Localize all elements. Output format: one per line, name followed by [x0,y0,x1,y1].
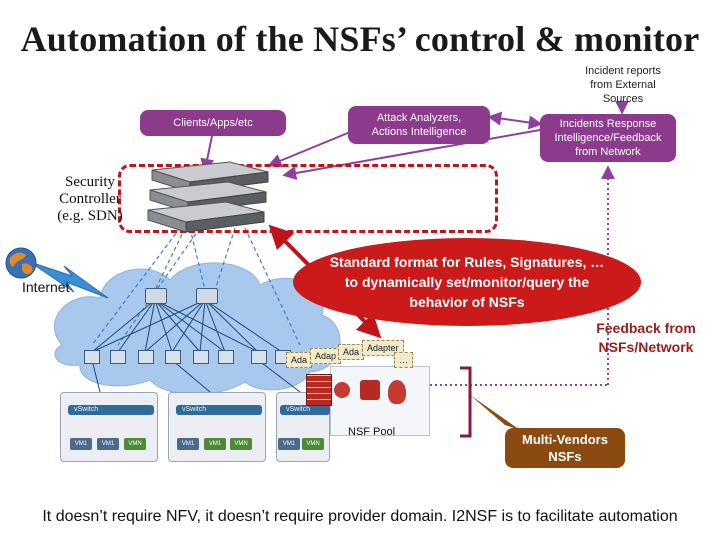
switch-icon [193,350,209,364]
switch-icon [110,350,126,364]
nsf-pool-bracket [460,366,472,438]
arrow-incidents-to-controller [282,129,541,180]
nsf-icon [388,380,406,404]
server-host-1 [60,392,158,462]
security-controller-outline [118,164,498,233]
feedback-label: Feedback from NSFs/Network [596,320,696,355]
multi-vendors-pointer [470,395,520,430]
switch-icon [138,350,154,364]
nsf-icon [360,380,380,400]
vm-box: VMN [302,438,324,450]
vm-box: VM1 [278,438,300,450]
standard-format-oval: Standard format for Rules, Signatures, …… [293,238,641,326]
clients-apps-box: Clients/Apps/etc [140,110,286,136]
switch-icon [218,350,234,364]
server-host-2 [168,392,266,462]
vm-box: VM1 [70,438,92,450]
adapter-tag: Ada [286,352,313,368]
adapter-tag: Adap [310,348,342,364]
multi-vendors-box: Multi-Vendors NSFs [505,428,625,468]
switch-icon [84,350,100,364]
nsf-icon [334,382,350,398]
vm-box: VM1 [204,438,226,450]
security-controller-label: Security Controller (e.g. SDN) [57,174,123,224]
adapter-tag: Adapter [362,340,404,356]
adapter-tag: … [394,352,413,368]
router-icon [145,288,167,304]
vswitch-bar: vSwitch [176,405,262,415]
firewall-icon [306,374,332,406]
adapter-tag: Ada [338,344,365,360]
controller-server-icon [147,161,269,233]
attack-analyzers-box: Attack Analyzers, Actions Intelligence [348,106,490,144]
vm-box: VM1 [97,438,119,450]
vm-box: VMN [124,438,146,450]
switch-icon [251,350,267,364]
incident-reports-label: Incident reports from External Sources [585,65,661,105]
switch-icon [165,350,181,364]
arrow-attack-to-controller [267,127,361,168]
nsf-pool-area [330,366,430,436]
lightning-icon [29,261,109,299]
bottom-caption: It doesn’t require NFV, it doesn’t requi… [42,508,678,525]
vm-box: VM1 [177,438,199,450]
globe-icon [5,247,37,279]
internet-label: Internet [22,279,70,295]
vswitch-bar: vSwitch [280,405,330,415]
arrow-attack-incidents [487,111,543,130]
nsf-pool-label: NSF Pool [348,426,396,438]
vswitch-bar: vSwitch [68,405,154,415]
vm-box: VMN [230,438,252,450]
slide-title: Automation of the NSFs’ control & monito… [20,19,700,59]
router-icon [196,288,218,304]
incidents-response-box: Incidents Response Intelligence/Feedback… [540,114,676,162]
